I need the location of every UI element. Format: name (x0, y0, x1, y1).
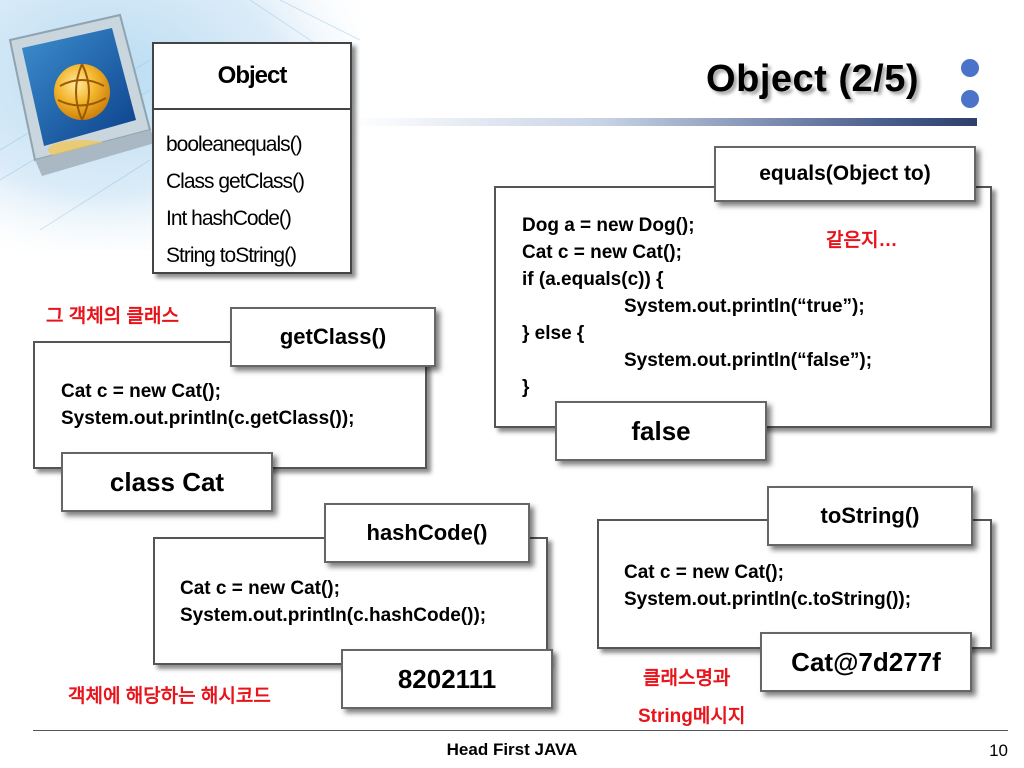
equals-code: Dog a = new Dog(); Cat c = new Cat(); if… (522, 215, 873, 398)
hashcode-code: Cat c = new Cat(); System.out.println(c.… (180, 578, 487, 626)
method-equals: booleanequals() (166, 133, 303, 156)
getclass-note: 그 객체의 클래스 (46, 306, 179, 327)
footer-title: Head First JAVA (446, 740, 578, 759)
getclass-result: class Cat (61, 452, 273, 512)
hashcode-result: 8202111 (341, 649, 553, 709)
tostring-note-line1: 클래스명과 (643, 668, 731, 689)
footer-divider (33, 730, 1008, 731)
tostring-code: Cat c = new Cat(); System.out.println(c.… (624, 562, 912, 610)
page-number: 10 (989, 741, 1008, 760)
method-hashcode: Int hashCode() (166, 207, 292, 230)
tostring-label: toString() (767, 486, 973, 546)
tostring-result: Cat@7d277f (760, 632, 972, 692)
method-tostring: String toString() (166, 244, 297, 267)
equals-label: equals(Object to) (714, 146, 976, 202)
title-underline-bar (352, 118, 977, 126)
getclass-label: getClass() (230, 307, 436, 367)
getclass-code: Cat c = new Cat(); System.out.println(c.… (61, 381, 355, 429)
equals-note: 같은지… (826, 230, 898, 251)
object-class-name: Object (154, 44, 350, 110)
bullet-dot-icon (961, 59, 979, 77)
tostring-note-line2: String메시지 (638, 706, 746, 727)
bullet-dot-icon (961, 90, 979, 108)
equals-result: false (555, 401, 767, 461)
method-getclass: Class getClass() (166, 170, 305, 193)
hashcode-label: hashCode() (324, 503, 530, 563)
object-class-box: Object booleanequals() Class getClass() … (152, 42, 352, 274)
hashcode-note: 객체에 해당하는 해시코드 (68, 686, 271, 707)
object-method-list: booleanequals() Class getClass() Int has… (154, 110, 350, 274)
slide-title: Object (2/5) (706, 58, 919, 100)
